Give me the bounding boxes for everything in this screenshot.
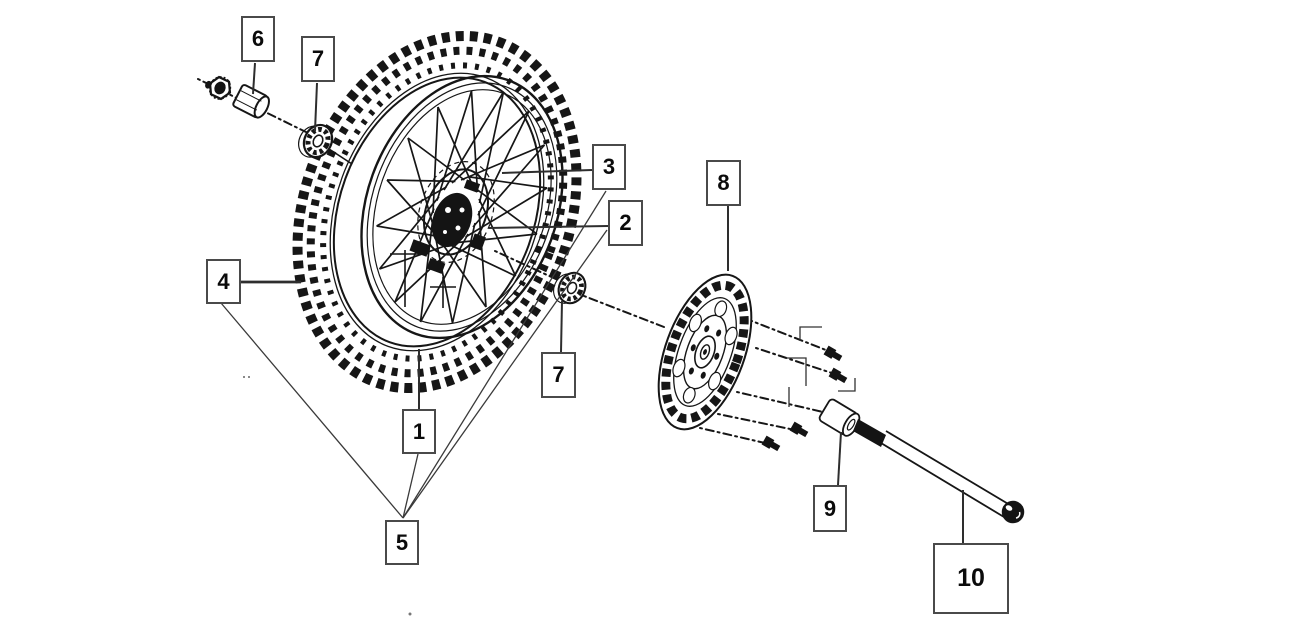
callout-6-label: 6 [251,26,265,51]
brake-disc-drawing [657,273,753,431]
axle-drawing [853,419,1025,524]
callout-2: 2 [608,200,643,246]
callout-8-label: 8 [717,170,730,195]
callout-5-label: 5 [395,529,409,555]
leader-line-2 [488,225,609,229]
print-specks [243,376,412,616]
spacer-sleeve-drawing [232,84,270,119]
callout-3: 3 [592,144,626,190]
callout-10-label: 10 [957,564,985,592]
callout-9: 9 [813,485,847,532]
axle-spacer-drawing [818,398,861,437]
callout-5: 5 [385,520,419,565]
leader-lines [220,62,964,543]
callout-10: 10 [933,543,1009,614]
leader-lines-5 [220,190,608,519]
callout-4: 4 [206,259,241,304]
callout-8: 8 [706,160,741,206]
leader-line-7-rear [560,300,563,353]
hub-drawing [390,161,495,308]
washer-rear-drawing [553,271,587,305]
callout-4-label: 4 [217,268,230,294]
washer-front-drawing [298,123,334,159]
leader-line-7-front [314,82,318,132]
callout-7-front-label: 7 [311,46,325,71]
spokes-drawing [376,90,548,324]
leader-line-3 [501,169,593,174]
callout-7-rear: 7 [541,352,576,398]
callout-6: 6 [241,16,275,62]
leader-line-6 [252,62,256,95]
disc-bolts-drawing [761,345,848,452]
callout-7-rear-label: 7 [552,362,565,387]
callout-3-label: 3 [602,154,616,179]
callout-1: 1 [402,409,436,454]
axle-nut-drawing [205,75,232,101]
callout-7-front: 7 [301,36,335,82]
callout-1-label: 1 [412,418,426,444]
bolt-connector-steps [786,326,856,407]
callout-2-label: 2 [619,210,632,235]
callout-9-label: 9 [823,495,837,521]
leader-line-9 [837,431,842,486]
